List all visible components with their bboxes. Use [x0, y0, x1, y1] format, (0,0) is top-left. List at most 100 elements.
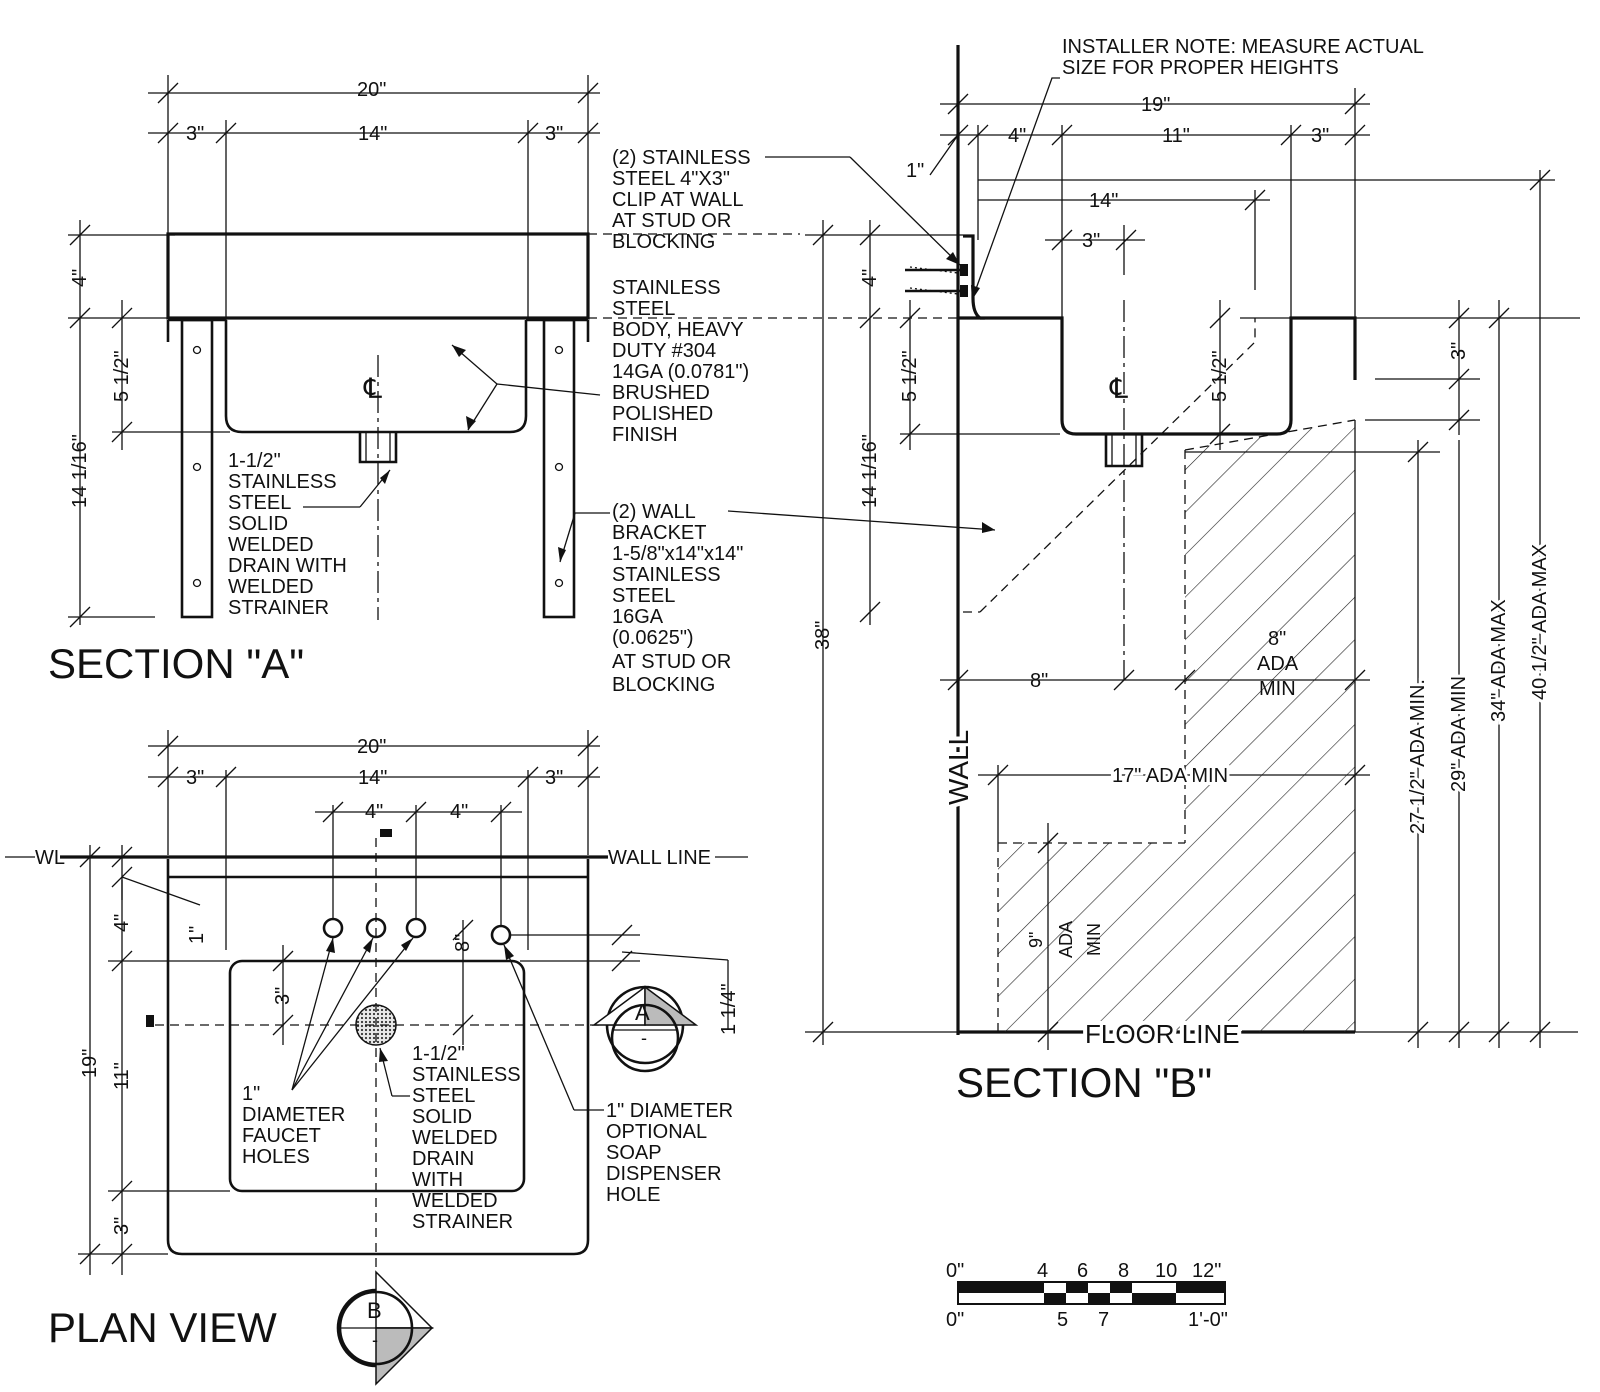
plan-view-title: PLAN VIEW — [48, 1304, 277, 1351]
body-note-line: STAINLESS — [612, 277, 721, 299]
sa-drain-note-line: DRAIN WITH — [228, 555, 347, 577]
sb-ada-knee-label: 8" ADA MIN — [1257, 628, 1299, 700]
section-b-top-dimensions — [929, 88, 1555, 318]
sb-dim-5-1-2: 5 1/2" — [899, 350, 921, 402]
bracket-note-line: AT STUD OR — [612, 651, 731, 673]
plan-wall-line-label: WALL LINE — [608, 847, 711, 869]
marker-a-sub: - — [641, 1028, 647, 1048]
sb-wall-label: WALL — [943, 730, 974, 805]
plan-faucet-note-line: HOLES — [242, 1146, 310, 1168]
sb-dim-14-1-16: 14 1/16" — [859, 434, 881, 508]
plan-drain-note-line: DRAIN — [412, 1148, 474, 1170]
plan-drain-note-line: WELDED — [412, 1127, 498, 1149]
plan-dim-3-left: 3" — [186, 767, 204, 789]
plan-soap-note-line: SOAP — [606, 1142, 662, 1164]
sb-ada-29: 29" ADA MIN — [1448, 676, 1470, 792]
scale-top-8: 8 — [1118, 1260, 1129, 1282]
sa-drain-note-line: WELDED — [228, 534, 314, 556]
plan-drain-note-line: SOLID — [412, 1106, 472, 1128]
marker-b-letter: B — [367, 1298, 382, 1323]
plan-dim-4-b: 4" — [450, 801, 468, 823]
plan-soap-note-line: HOLE — [606, 1184, 660, 1206]
plan-dim-3-front: 3" — [111, 1217, 133, 1235]
sb-dim-8: 8" — [1030, 670, 1048, 692]
sb-ada-34: 34" ADA MAX — [1488, 599, 1510, 722]
scale-top-6: 6 — [1077, 1260, 1088, 1282]
plan-soap-note-line: 1" DIAMETER — [606, 1100, 733, 1122]
section-b-wall-clip — [958, 234, 985, 320]
sb-ada-toe-height: 9" ADA MIN — [1026, 921, 1104, 958]
sa-drain-note: 1-1/2" STAINLESS STEEL SOLID WELDED DRAI… — [228, 450, 347, 619]
sa-dim-5-1-2: 5 1/2" — [111, 350, 133, 402]
clip-note-line: STEEL 4"X3" — [612, 168, 730, 190]
plan-faucet-note-line: 1" — [242, 1083, 260, 1105]
scale-bottom-1ft: 1'-0" — [1188, 1309, 1228, 1331]
plan-drain-note-line: STAINLESS — [412, 1064, 521, 1086]
section-b-title: SECTION "B" — [956, 1059, 1212, 1106]
body-note-line: POLISHED — [612, 403, 713, 425]
plan-dim-19: 19" — [79, 1049, 101, 1078]
sb-ada-knee-line: MIN — [1259, 678, 1296, 700]
sa-drain-note-line: STEEL — [228, 492, 291, 514]
sb-dim-11: 11" — [1162, 125, 1190, 147]
plan-soap-note-line: DISPENSER — [606, 1163, 722, 1185]
sb-ada-toe-line: 9" — [1026, 932, 1046, 948]
plan-dim-20: 20" — [357, 736, 386, 758]
graphic-scale-bar — [957, 1281, 1226, 1305]
plan-drain-note-line: STRAINER — [412, 1211, 513, 1233]
scale-top-0: 0" — [946, 1260, 964, 1282]
section-b-ada-height-dimensions — [1185, 170, 1551, 1048]
section-b-sink-profile — [980, 316, 1357, 436]
faucet-hole-left — [322, 917, 344, 939]
faucet-hole-right — [405, 917, 427, 939]
bracket-note-line: 16GA — [612, 606, 664, 628]
installer-note-line: INSTALLER NOTE: MEASURE ACTUAL — [1062, 36, 1424, 58]
plan-drain-note-line: WELDED — [412, 1190, 498, 1212]
scale-top-4: 4 — [1037, 1260, 1048, 1282]
clip-note-line: (2) STAINLESS — [612, 147, 751, 169]
bracket-note-line: STEEL — [612, 585, 675, 607]
section-a-top-dimensions — [148, 75, 600, 320]
sa-centerline-symbol: ℄ — [363, 373, 382, 404]
body-note-line: DUTY #304 — [612, 340, 716, 362]
bracket-note-line: BRACKET — [612, 522, 706, 544]
clip-note-line: CLIP AT WALL — [612, 189, 744, 211]
plan-top-dimensions — [148, 730, 600, 950]
sb-dim-4: 4" — [1008, 125, 1026, 147]
plan-leaders — [291, 937, 604, 1111]
sb-ada-toe-depth: 17" ADA MIN — [1112, 765, 1228, 787]
sb-dim-14: 14" — [1089, 190, 1118, 212]
plan-dim-1: 1" — [186, 926, 208, 944]
sa-dim-14: 14" — [358, 123, 387, 145]
plan-bowl — [228, 959, 526, 1193]
section-a-leaders — [303, 344, 610, 563]
sa-dim-20: 20" — [357, 79, 386, 101]
sb-dim-3-rim: 3" — [1448, 342, 1470, 360]
plan-dim-3-right: 3" — [545, 767, 563, 789]
body-note-line: 14GA (0.0781") — [612, 361, 749, 383]
scale-bottom-0: 0" — [946, 1309, 964, 1331]
sb-dim-19: 19" — [1141, 94, 1170, 116]
sa-dim-14-1-16: 14 1/16" — [69, 434, 91, 508]
sa-drain-note-line: WELDED — [228, 576, 314, 598]
section-marker-b — [336, 1270, 434, 1386]
section-a-left-bracket — [166, 318, 226, 619]
sb-floor-label: FLOOR LINE — [1085, 1019, 1240, 1049]
plan-dim-1-1-4: 1 1/4" — [718, 983, 740, 1035]
sb-dim-38: 38" — [812, 621, 834, 650]
plan-drain-note-line: 1-1/2" — [412, 1043, 465, 1065]
bracket-note-line: STAINLESS — [612, 564, 721, 586]
clip-note-line: AT STUD OR — [612, 210, 731, 232]
section-b-clearance-dimensions — [940, 669, 1370, 1050]
plan-faucet-note-line: DIAMETER — [242, 1104, 345, 1126]
plan-sink-outline — [166, 859, 590, 1256]
sb-dim-3-small: 3" — [1082, 230, 1100, 252]
wall-screws — [905, 264, 968, 297]
plan-wl-label: WL — [35, 847, 65, 869]
sb-ada-27-1-2: 27 1/2" ADA MIN. — [1407, 679, 1429, 834]
plan-faucet-note: 1" DIAMETER FAUCET HOLES — [242, 1083, 345, 1168]
plan-drain-note-line: STEEL — [412, 1085, 475, 1107]
marker-a-letter: A — [635, 1000, 650, 1025]
sb-dim-1: 1" — [906, 160, 924, 182]
